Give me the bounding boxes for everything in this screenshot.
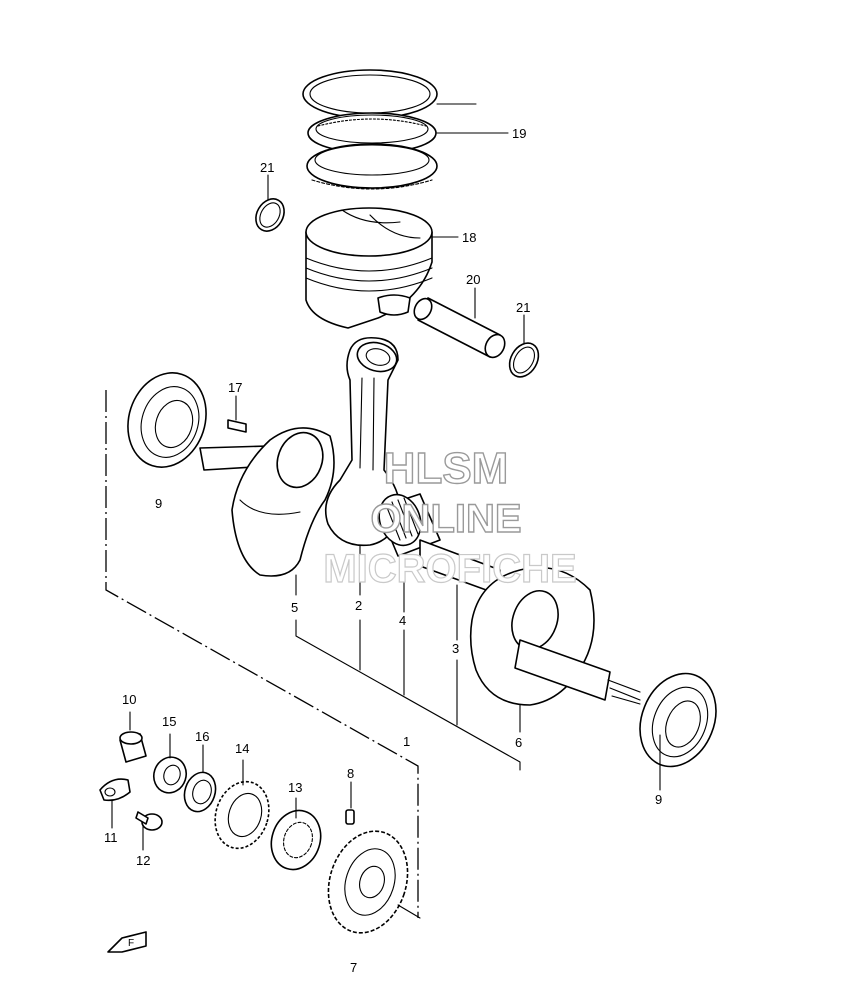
callout-7: 7 — [350, 960, 357, 975]
watermark: HLSM ONLINE MICROFICHE — [323, 443, 578, 591]
crankshaft-left-half[interactable] — [199, 426, 335, 577]
connecting-rod[interactable] — [324, 336, 401, 547]
callout-9-left: 9 — [155, 496, 162, 511]
piston[interactable] — [305, 207, 433, 329]
piston-pin-circlip-left[interactable] — [250, 194, 290, 236]
piston-pin-circlip-right[interactable] — [504, 338, 545, 382]
watermark-line-3: MICROFICHE — [323, 547, 576, 591]
callout-12: 12 — [136, 853, 150, 868]
crankshaft-bearing-left[interactable] — [116, 363, 218, 478]
callout-labels: 19 21 18 20 21 17 9 5 2 4 3 6 1 9 10 15 … — [104, 126, 662, 975]
callout-8: 8 — [347, 766, 354, 781]
callout-6: 6 — [515, 735, 522, 750]
callout-3: 3 — [452, 641, 459, 656]
callout-19: 19 — [512, 126, 526, 141]
front-direction-marker: F — [107, 931, 147, 953]
front-marker-text: F — [128, 938, 134, 949]
crank-pin-needle-bearing[interactable] — [372, 489, 501, 596]
leader-lines — [111, 103, 661, 919]
piston-rings[interactable] — [302, 69, 438, 190]
callout-15: 15 — [162, 714, 176, 729]
callout-10: 10 — [122, 692, 136, 707]
callout-18: 18 — [462, 230, 476, 245]
callout-14: 14 — [235, 741, 249, 756]
callout-2: 2 — [355, 598, 362, 613]
watermark-line-2: ONLINE — [370, 497, 521, 541]
callout-21-left: 21 — [260, 160, 274, 175]
crankshaft-key[interactable] — [227, 419, 247, 433]
callout-1: 1 — [403, 734, 410, 749]
crankshaft-right-half[interactable] — [469, 566, 641, 706]
callout-21-right: 21 — [516, 300, 530, 315]
callout-9-right: 9 — [655, 792, 662, 807]
callout-11: 11 — [104, 830, 118, 845]
callout-5: 5 — [291, 600, 298, 615]
piston-pin[interactable] — [411, 296, 509, 361]
callout-13: 13 — [288, 780, 302, 795]
callout-17: 17 — [228, 380, 242, 395]
crankshaft-bearing-right[interactable] — [627, 662, 730, 778]
assembly-brackets — [105, 390, 521, 918]
callout-20: 20 — [466, 272, 480, 287]
oil-pump-drive-parts[interactable] — [99, 731, 420, 943]
watermark-line-1: HLSM — [384, 444, 509, 493]
callout-4: 4 — [399, 613, 406, 628]
callout-16: 16 — [195, 729, 209, 744]
